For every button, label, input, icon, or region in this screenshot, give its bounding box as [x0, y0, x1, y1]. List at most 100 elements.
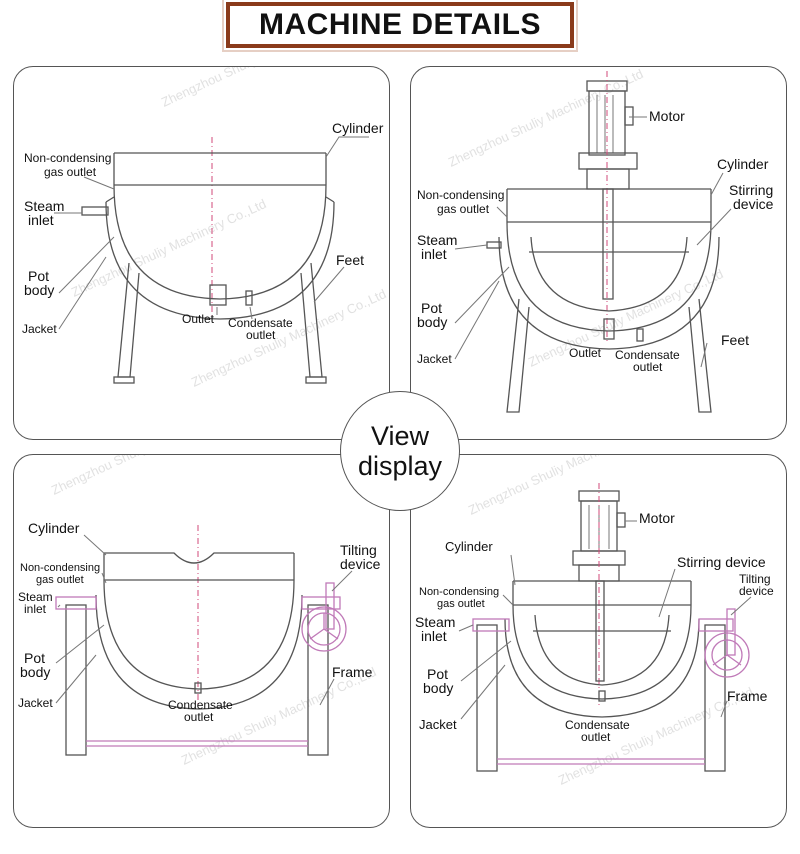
diagram-pot-basic: Zhengzhou Shuliy Machinery Co.,Ltd Zheng… [22, 67, 388, 390]
label-gas-outlet: gas outlet [437, 598, 485, 610]
panel-top-left: Zhengzhou Shuliy Machinery Co.,Ltd Zheng… [13, 66, 390, 440]
panel-top-right: Zhengzhou Shuliy Machinery Co.,Ltd Zheng… [410, 66, 787, 440]
label-device: device [739, 584, 774, 598]
label-inlet: inlet [421, 628, 447, 644]
outlet-pipe [603, 318, 615, 340]
label-cylinder: Cylinder [445, 539, 493, 554]
label-non-condensing: Non-condensing [20, 562, 100, 574]
stirrer-shaft [602, 188, 614, 300]
steam-inlet-fitting [55, 596, 97, 610]
label-condensate: Condensate [565, 718, 630, 732]
stirrer-blade [534, 614, 670, 686]
label-inlet: inlet [28, 212, 54, 228]
label-non-condensing: Non-condensing [417, 188, 504, 202]
cylinder-rim [104, 552, 294, 564]
view-display-badge: View display [340, 391, 460, 511]
label-condensate: Condensate [168, 698, 233, 712]
stirrer-shaft [595, 580, 605, 682]
label-tilting: Tilting [340, 542, 377, 558]
label-stirring: Stirring [729, 182, 773, 198]
title-banner: MACHINE DETAILS [226, 2, 574, 48]
jacket [105, 201, 335, 320]
jacket [498, 236, 720, 350]
pot-body [512, 604, 692, 700]
label-outlet: Outlet [182, 312, 215, 326]
label-condensate-outlet: outlet [633, 360, 663, 374]
label-pot: Pot [427, 666, 448, 682]
display-label: display [357, 451, 443, 481]
condensate-pipe [598, 690, 606, 702]
label-non-condensing: Non-condensing [24, 151, 111, 165]
watermark: Zhengzhou Shuliy Machinery Co.,Ltd [69, 196, 269, 300]
watermark: Zhengzhou Shuliy Machinery Co.,Ltd [446, 67, 646, 170]
label-feet: Feet [336, 252, 364, 268]
label-pot: Pot [24, 650, 45, 666]
condensate-pipe [636, 328, 644, 342]
jacket [504, 618, 700, 718]
leg-left [117, 262, 140, 378]
diagram-pot-tilting: Zhengzhou Shuliy Machinery Co.,Ltd Zheng… [18, 455, 381, 768]
label-condensate-outlet: outlet [581, 730, 611, 744]
label-non-condensing: Non-condensing [419, 586, 499, 598]
label-steam: Steam [24, 198, 64, 214]
label-motor: Motor [639, 510, 675, 526]
watermark: Zhengzhou Shuliy Machinery Co.,Ltd [49, 455, 249, 498]
watermark: Zhengzhou Shuliy Machinery Co.,Ltd [466, 455, 666, 518]
page-title: MACHINE DETAILS [259, 8, 541, 41]
label-steam: Steam [18, 590, 53, 604]
steam-inlet-pipe [81, 206, 109, 216]
diagram-pot-stirring: Zhengzhou Shuliy Machinery Co.,Ltd Zheng… [417, 67, 774, 413]
pot-body [103, 579, 295, 690]
diagram-pot-tilting-stirring: Zhengzhou Shuliy Machinery Co.,Ltd Zheng… [415, 455, 774, 788]
label-gas-outlet: gas outlet [44, 165, 97, 179]
label-condensate: Condensate [615, 348, 680, 362]
label-frame: Frame [727, 688, 768, 704]
leg-right [688, 298, 712, 413]
frame-post-left [65, 604, 87, 756]
label-gas-outlet: gas outlet [36, 574, 84, 586]
label-stirring-device: Stirring device [677, 554, 766, 570]
label-body: body [417, 314, 447, 330]
label-gas-outlet: gas outlet [437, 202, 490, 216]
pot-body [113, 184, 327, 300]
label-steam: Steam [417, 232, 457, 248]
leg-left [506, 298, 530, 413]
jacket [95, 594, 303, 710]
label-body: body [423, 680, 453, 696]
label-condensate-outlet: outlet [184, 710, 214, 724]
label-condensate: Condensate [228, 316, 293, 330]
outlet-pipe [209, 284, 227, 306]
label-tilting: Tilting [739, 572, 771, 586]
label-cylinder: Cylinder [717, 156, 769, 172]
label-outlet: Outlet [569, 346, 602, 360]
pot-body [506, 221, 712, 332]
frame-post-right [307, 604, 329, 756]
label-jacket: Jacket [419, 717, 457, 732]
condensate-pipe [245, 290, 253, 306]
label-condensate-outlet: outlet [246, 328, 276, 342]
label-jacket: Jacket [18, 696, 53, 710]
label-jacket: Jacket [22, 322, 57, 336]
stirrer-blade [530, 236, 688, 312]
label-body: body [24, 282, 54, 298]
label-pot: Pot [28, 268, 49, 284]
view-label: View [370, 421, 430, 451]
label-frame: Frame [332, 664, 373, 680]
panel-bottom-right: Zhengzhou Shuliy Machinery Co.,Ltd Zheng… [410, 454, 787, 828]
panel-bottom-left: Zhengzhou Shuliy Machinery Co.,Ltd Zheng… [13, 454, 390, 828]
label-jacket: Jacket [417, 352, 452, 366]
label-cylinder: Cylinder [28, 520, 80, 536]
label-cylinder: Cylinder [332, 120, 384, 136]
watermark: Zhengzhou Shuliy Machinery Co.,Ltd [159, 67, 359, 110]
label-feet: Feet [721, 332, 749, 348]
tilting-handwheel [301, 606, 347, 652]
label-body: body [20, 664, 50, 680]
label-pot: Pot [421, 300, 442, 316]
frame-post-left [476, 624, 498, 772]
label-steam: Steam [415, 614, 455, 630]
label-motor: Motor [649, 108, 685, 124]
frame-post-right [704, 624, 726, 772]
condensate-pipe [194, 682, 202, 694]
label-device: device [733, 196, 774, 212]
label-inlet: inlet [24, 602, 47, 616]
